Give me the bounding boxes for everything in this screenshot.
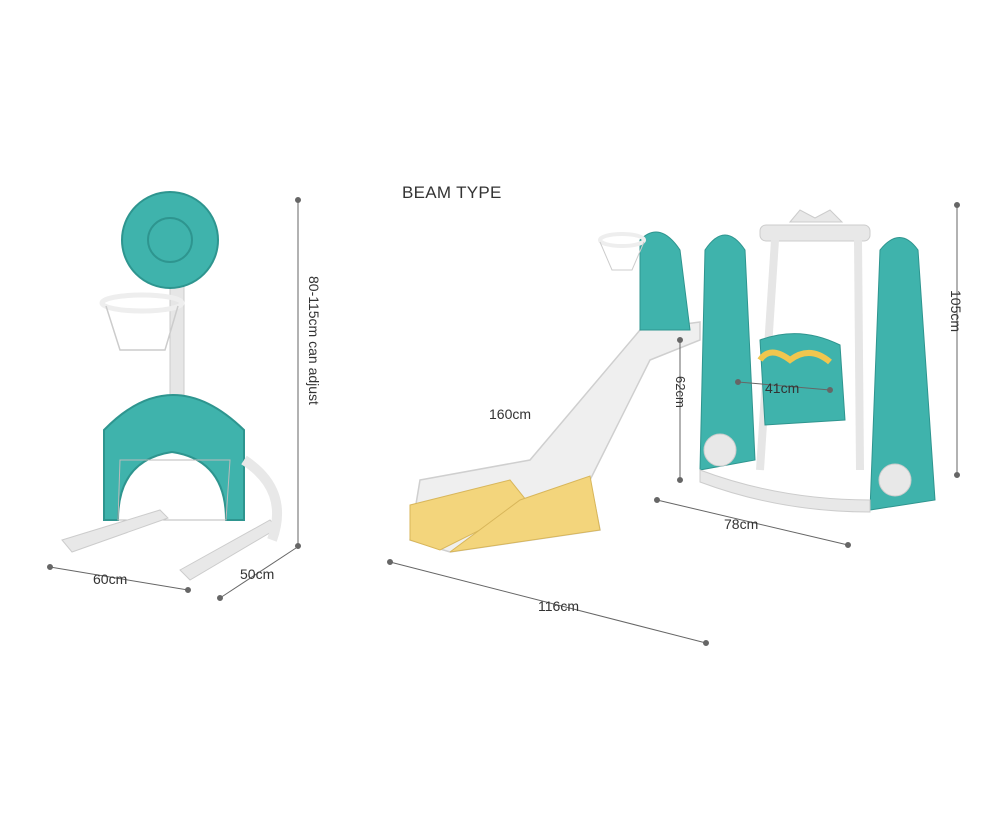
playset-length-label: 116cm: [538, 598, 579, 614]
goal-arch: [103, 394, 245, 521]
playset-height-label: 105cm: [948, 290, 964, 333]
slide-tower: [639, 231, 691, 331]
backboard: [121, 191, 219, 289]
swing-beam: [759, 224, 871, 242]
hoop: [99, 292, 185, 314]
platform-height-label: 62cm: [673, 376, 688, 408]
playset-dimension-lines: [387, 202, 960, 646]
slide-length-label: 160cm: [489, 406, 532, 422]
seat-width-label: 41cm: [765, 380, 800, 396]
basketball-stand: [61, 191, 283, 581]
playset-depth-label: 78cm: [724, 516, 759, 532]
slide-swing-playset: [409, 209, 936, 553]
stand-height-label: 80-115cm can adjust: [306, 276, 322, 405]
stand-width-label: 60cm: [93, 571, 128, 587]
stand-depth-label: 50cm: [240, 566, 275, 582]
stand-dimension-lines: [47, 197, 301, 601]
page-title: BEAM TYPE: [402, 183, 502, 202]
